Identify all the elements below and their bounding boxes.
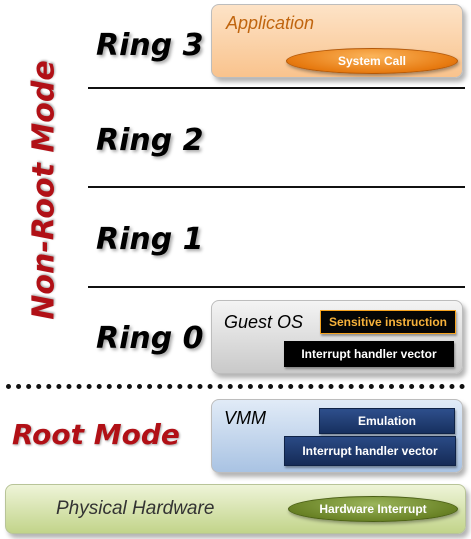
application-box: Application System Call — [211, 4, 463, 78]
ring-divider-3-2 — [88, 87, 465, 89]
physical-hardware-box: Physical Hardware Hardware Interrupt — [5, 484, 466, 534]
ring-2-label: Ring 2 — [96, 123, 204, 158]
guest-os-box: Guest OS Sensitive instruction Interrupt… — [211, 300, 463, 374]
application-title: Application — [226, 13, 315, 33]
ring-1-label: Ring 1 — [96, 222, 204, 257]
non-root-mode-label: Non-Root Mode — [26, 60, 62, 320]
emulation-box: Emulation — [319, 408, 455, 434]
physical-hardware-title: Physical Hardware — [56, 498, 215, 519]
ring-0-label: Ring 0 — [96, 321, 204, 356]
ring-divider-2-1 — [88, 186, 465, 188]
ring-3-label: Ring 3 — [96, 28, 204, 63]
vmm-box: VMM Emulation Interrupt handler vector — [211, 399, 463, 473]
guest-interrupt-handler-vector-box: Interrupt handler vector — [284, 341, 454, 367]
system-call-pill: System Call — [286, 48, 458, 74]
guest-os-title: Guest OS — [224, 312, 304, 332]
sensitive-instruction-box: Sensitive instruction — [320, 310, 456, 334]
vmm-interrupt-handler-vector-box: Interrupt handler vector — [284, 436, 456, 466]
ring-divider-1-0 — [88, 286, 465, 288]
mode-divider-dashed — [6, 384, 465, 389]
root-mode-label: Root Mode — [12, 418, 180, 451]
hardware-interrupt-pill: Hardware Interrupt — [288, 496, 458, 522]
vmm-title: VMM — [224, 408, 266, 428]
